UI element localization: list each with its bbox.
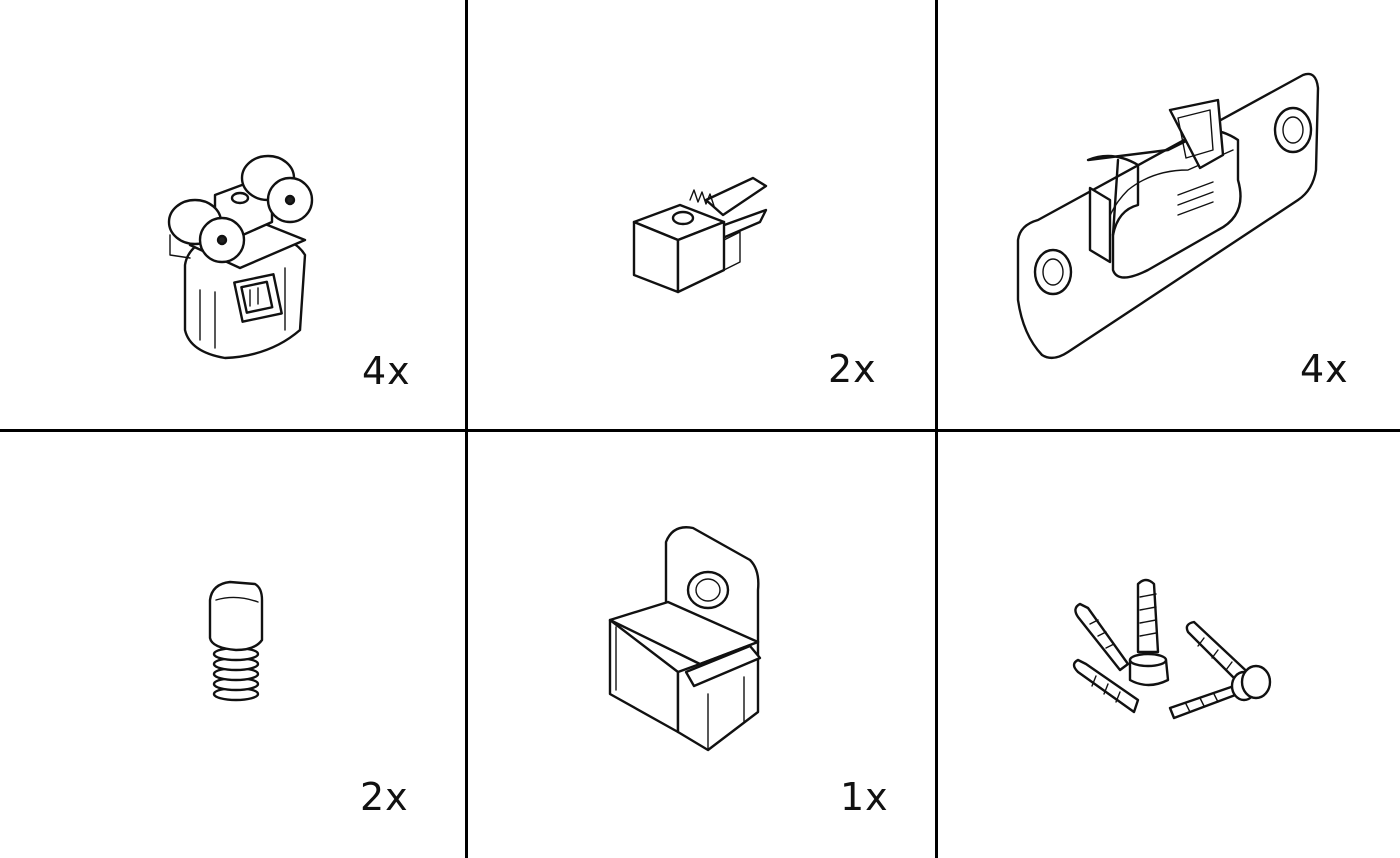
quantity-label: 4x <box>362 349 411 393</box>
part-cell-spring-stopper: 2x <box>0 432 466 858</box>
screws-icon <box>1072 578 1272 720</box>
quantity-label: 2x <box>828 347 877 391</box>
part-cell-mounting-bracket: 4x <box>938 0 1400 430</box>
grid-line-vertical-2 <box>935 0 938 858</box>
clamp-connector-icon <box>632 176 768 294</box>
end-stop-block-icon <box>608 526 762 752</box>
part-cell-clamp-connector: 2x <box>468 0 936 430</box>
part-cell-screws <box>938 432 1400 858</box>
mounting-bracket-icon <box>1016 72 1320 360</box>
quantity-label: 4x <box>1300 347 1349 391</box>
roller-carriage-icon <box>167 154 314 360</box>
spring-stopper-icon <box>208 580 264 702</box>
part-cell-end-stop-block: 1x <box>468 432 936 858</box>
grid-line-vertical-1 <box>465 0 468 858</box>
grid-line-horizontal <box>0 429 1400 432</box>
part-cell-roller-carriage: 4x <box>0 0 466 430</box>
quantity-label: 1x <box>840 775 889 819</box>
quantity-label: 2x <box>360 775 409 819</box>
